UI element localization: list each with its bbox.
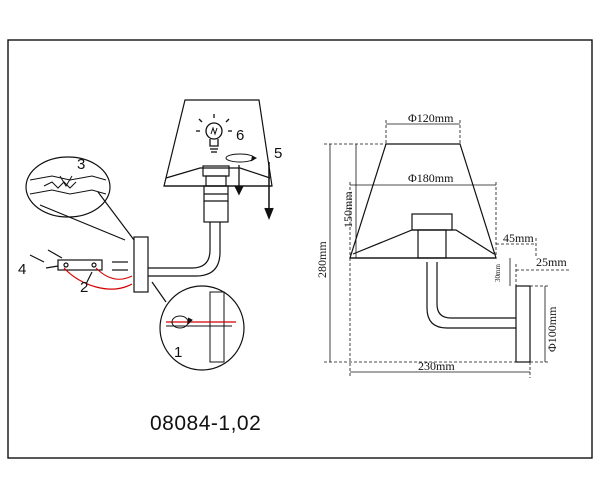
dim-shade-height: 150mm xyxy=(341,191,355,228)
step-label-1: 1 xyxy=(174,344,182,361)
wall-plate xyxy=(133,236,149,293)
dim-plate-diameter: Φ100mm xyxy=(545,306,559,352)
shade-inner-rim xyxy=(165,167,271,179)
installation-view xyxy=(29,99,273,293)
dim-arm-offset: 25mm xyxy=(536,255,567,269)
dim-shade-bottom: Φ180mm xyxy=(408,171,454,185)
mounting-bracket xyxy=(57,259,103,271)
rotation-arrow-icon xyxy=(225,153,258,163)
dim-total-height: 280mm xyxy=(315,241,329,278)
supply-wire-red-2 xyxy=(95,267,133,280)
bulb-icon xyxy=(196,114,232,153)
step-label-3: 3 xyxy=(77,156,85,173)
lamp-arm xyxy=(148,222,211,269)
drawing-frame xyxy=(7,39,593,459)
down-arrow-icon xyxy=(234,165,244,196)
dim-shade-top: Φ120mm xyxy=(408,111,454,125)
dim-wall-plate xyxy=(515,285,531,363)
step-label-5: 5 xyxy=(274,145,282,162)
dim-total-width: 230mm xyxy=(418,359,455,373)
callout-1-magnifier xyxy=(151,281,245,371)
dim-depth: 45mm xyxy=(503,231,534,245)
step-label-6: 6 xyxy=(236,127,244,144)
supply-wire-red xyxy=(63,267,133,290)
callout-3-magnifier xyxy=(25,156,111,218)
step-label-4: 4 xyxy=(18,261,26,278)
step-5-arrow-icon xyxy=(264,162,274,221)
model-number: 08084-1,02 xyxy=(150,412,262,435)
dimension-lines xyxy=(324,120,570,378)
callout-1-rotation-icon xyxy=(171,315,193,329)
dim-small-offset: 30mm xyxy=(494,264,502,282)
step-label-2: 2 xyxy=(80,279,88,296)
